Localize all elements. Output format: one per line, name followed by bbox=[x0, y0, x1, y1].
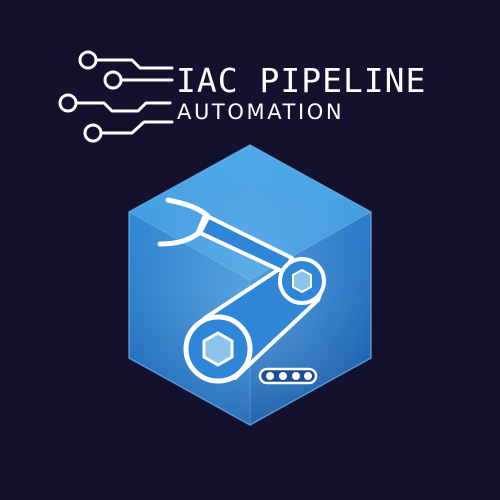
conveyor-dot bbox=[292, 372, 300, 380]
gripper-icon bbox=[157, 197, 211, 247]
cube-top-edge bbox=[128, 211, 372, 281]
elbow-hex-bolt bbox=[292, 268, 312, 294]
circuit-trace bbox=[74, 101, 172, 113]
cube-outline bbox=[128, 144, 372, 426]
base-hex-bolt bbox=[202, 331, 234, 367]
robotic-arm-icon bbox=[157, 197, 326, 384]
conveyor-dot bbox=[304, 372, 312, 380]
circuit-trace bbox=[94, 58, 174, 70]
circuit-trace bbox=[99, 120, 174, 135]
conveyor-dots-icon bbox=[258, 367, 318, 385]
conveyor-dot bbox=[266, 372, 274, 380]
conveyor-dot bbox=[279, 372, 287, 380]
conveyor-track bbox=[258, 367, 318, 385]
logo-title: IAC PIPELINE bbox=[176, 61, 427, 100]
logo-subtitle: AUTOMATION bbox=[177, 100, 345, 124]
